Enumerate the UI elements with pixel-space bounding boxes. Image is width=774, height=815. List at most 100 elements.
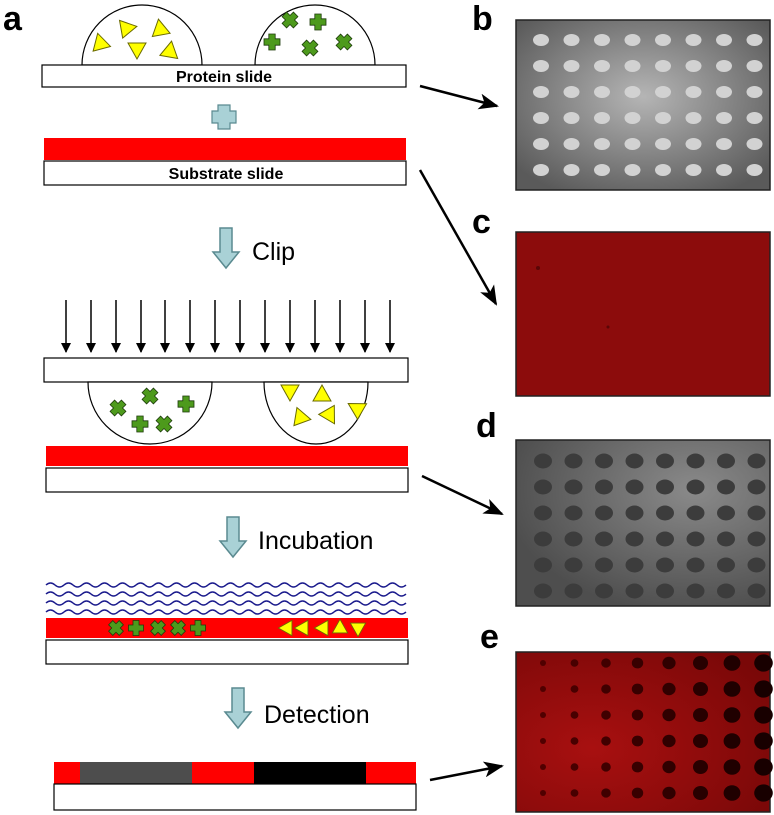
array-spot bbox=[717, 505, 735, 521]
array-spot bbox=[716, 138, 732, 150]
step-clip-label: Clip bbox=[252, 238, 295, 266]
array-spot bbox=[594, 138, 610, 150]
array-spot bbox=[625, 531, 644, 547]
array-spot bbox=[717, 531, 735, 547]
array-spot bbox=[601, 762, 611, 772]
panel-b-spots bbox=[533, 34, 763, 176]
array-spot bbox=[746, 164, 763, 176]
step-arrow-icon bbox=[219, 516, 247, 558]
array-spot bbox=[563, 34, 580, 46]
array-spot bbox=[693, 786, 708, 800]
array-spot bbox=[655, 86, 671, 98]
array-spot bbox=[570, 763, 579, 771]
array-spot bbox=[693, 760, 708, 774]
array-spot bbox=[655, 34, 671, 46]
step-incubation-label: Incubation bbox=[258, 527, 373, 555]
array-spot bbox=[685, 86, 702, 98]
array-spot bbox=[564, 531, 583, 547]
array-spot bbox=[631, 709, 644, 721]
substrate-coating-clipped bbox=[46, 446, 408, 466]
array-spot bbox=[717, 479, 735, 495]
array-spot bbox=[624, 138, 641, 150]
array-spot bbox=[656, 479, 674, 495]
array-spot bbox=[747, 531, 766, 547]
array-spot bbox=[533, 164, 549, 176]
array-spot bbox=[655, 164, 671, 176]
array-spot bbox=[533, 60, 549, 72]
array-spot bbox=[754, 784, 773, 802]
detection-slide bbox=[53, 783, 417, 811]
substrate-slide bbox=[43, 160, 407, 186]
detection-red-segment bbox=[54, 762, 80, 784]
array-spot bbox=[685, 164, 702, 176]
array-spot bbox=[723, 707, 741, 723]
panel-letter-c: c bbox=[472, 203, 491, 241]
array-spot bbox=[723, 655, 741, 671]
array-spot bbox=[601, 788, 611, 798]
array-spot bbox=[624, 60, 641, 72]
array-spot bbox=[631, 761, 644, 773]
array-spot bbox=[662, 786, 676, 800]
array-spot bbox=[563, 112, 580, 124]
array-spot bbox=[693, 682, 708, 696]
array-spot bbox=[625, 479, 644, 495]
arrow-to-e bbox=[429, 761, 504, 782]
array-spot bbox=[540, 712, 546, 718]
inverted-droplet-crosses bbox=[87, 381, 213, 445]
array-spot bbox=[662, 682, 676, 696]
array-spot bbox=[534, 557, 552, 573]
array-spot bbox=[723, 785, 741, 801]
array-spot bbox=[754, 654, 773, 672]
array-spot bbox=[693, 708, 708, 722]
substrate-slide-clipped bbox=[45, 467, 409, 493]
array-spot bbox=[540, 738, 546, 744]
array-spot bbox=[601, 710, 611, 720]
array-spot bbox=[655, 138, 671, 150]
array-spot bbox=[564, 583, 583, 599]
array-spot bbox=[594, 60, 610, 72]
array-spot bbox=[754, 732, 773, 750]
step-arrow-icon bbox=[212, 227, 240, 269]
array-spot bbox=[686, 531, 705, 547]
array-spot bbox=[601, 658, 611, 668]
array-spot bbox=[564, 479, 583, 495]
array-spot bbox=[595, 531, 613, 547]
array-spot bbox=[685, 34, 702, 46]
array-spot bbox=[662, 734, 676, 748]
detection-black-segment bbox=[254, 762, 366, 784]
arrow-to-d bbox=[421, 474, 504, 516]
array-spot bbox=[747, 505, 766, 521]
array-spot bbox=[716, 86, 732, 98]
plus-icon bbox=[211, 104, 237, 130]
array-spot bbox=[754, 680, 773, 698]
array-spot bbox=[746, 34, 763, 46]
array-spot bbox=[716, 60, 732, 72]
array-spot bbox=[656, 531, 674, 547]
array-spot bbox=[754, 758, 773, 776]
protein-slide-group: Protein slide bbox=[41, 4, 407, 88]
array-spot bbox=[716, 164, 732, 176]
array-spot bbox=[563, 164, 580, 176]
array-spot bbox=[686, 505, 705, 521]
array-spot bbox=[564, 453, 583, 469]
array-spot bbox=[595, 453, 613, 469]
array-spot bbox=[655, 112, 671, 124]
array-spot bbox=[693, 656, 708, 670]
array-spot bbox=[631, 735, 644, 747]
array-spot bbox=[685, 112, 702, 124]
array-spot bbox=[533, 86, 549, 98]
array-spot bbox=[754, 706, 773, 724]
array-spot bbox=[564, 557, 583, 573]
array-spot bbox=[631, 787, 644, 799]
array-spot bbox=[594, 112, 610, 124]
panel-b-image bbox=[515, 19, 771, 191]
array-spot bbox=[656, 505, 674, 521]
array-spot bbox=[723, 681, 741, 697]
panel-letter-e: e bbox=[480, 618, 499, 656]
array-spot bbox=[534, 453, 552, 469]
array-spot bbox=[631, 657, 644, 669]
array-spot bbox=[563, 138, 580, 150]
array-spot bbox=[716, 112, 732, 124]
array-spot bbox=[533, 138, 549, 150]
panel-c-image bbox=[515, 231, 771, 397]
